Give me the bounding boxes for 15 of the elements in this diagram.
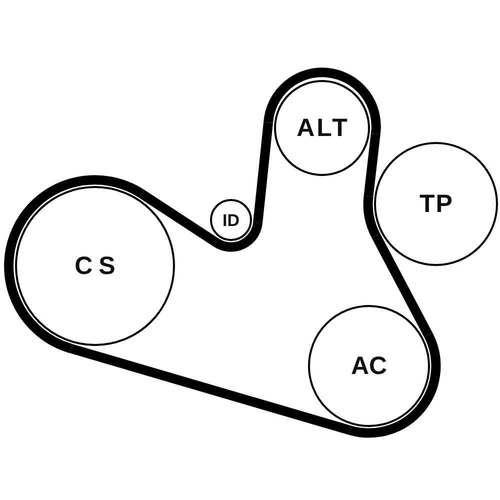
pulley-label: AC [350, 354, 388, 378]
belt-segment [139, 190, 219, 247]
pulley [15, 186, 175, 346]
pulley-label: ALT [296, 116, 350, 140]
belt-segment [364, 134, 380, 197]
pulley [210, 199, 252, 241]
pulley [308, 305, 430, 427]
belt-segment [253, 122, 274, 224]
pulley-label: TP [420, 192, 454, 216]
pulley-label: ID [222, 212, 240, 228]
belt-segment [70, 344, 352, 435]
pulley [374, 142, 498, 266]
pulley [274, 80, 370, 176]
belt-segment [372, 233, 432, 337]
pulley-label: CS [74, 254, 122, 278]
